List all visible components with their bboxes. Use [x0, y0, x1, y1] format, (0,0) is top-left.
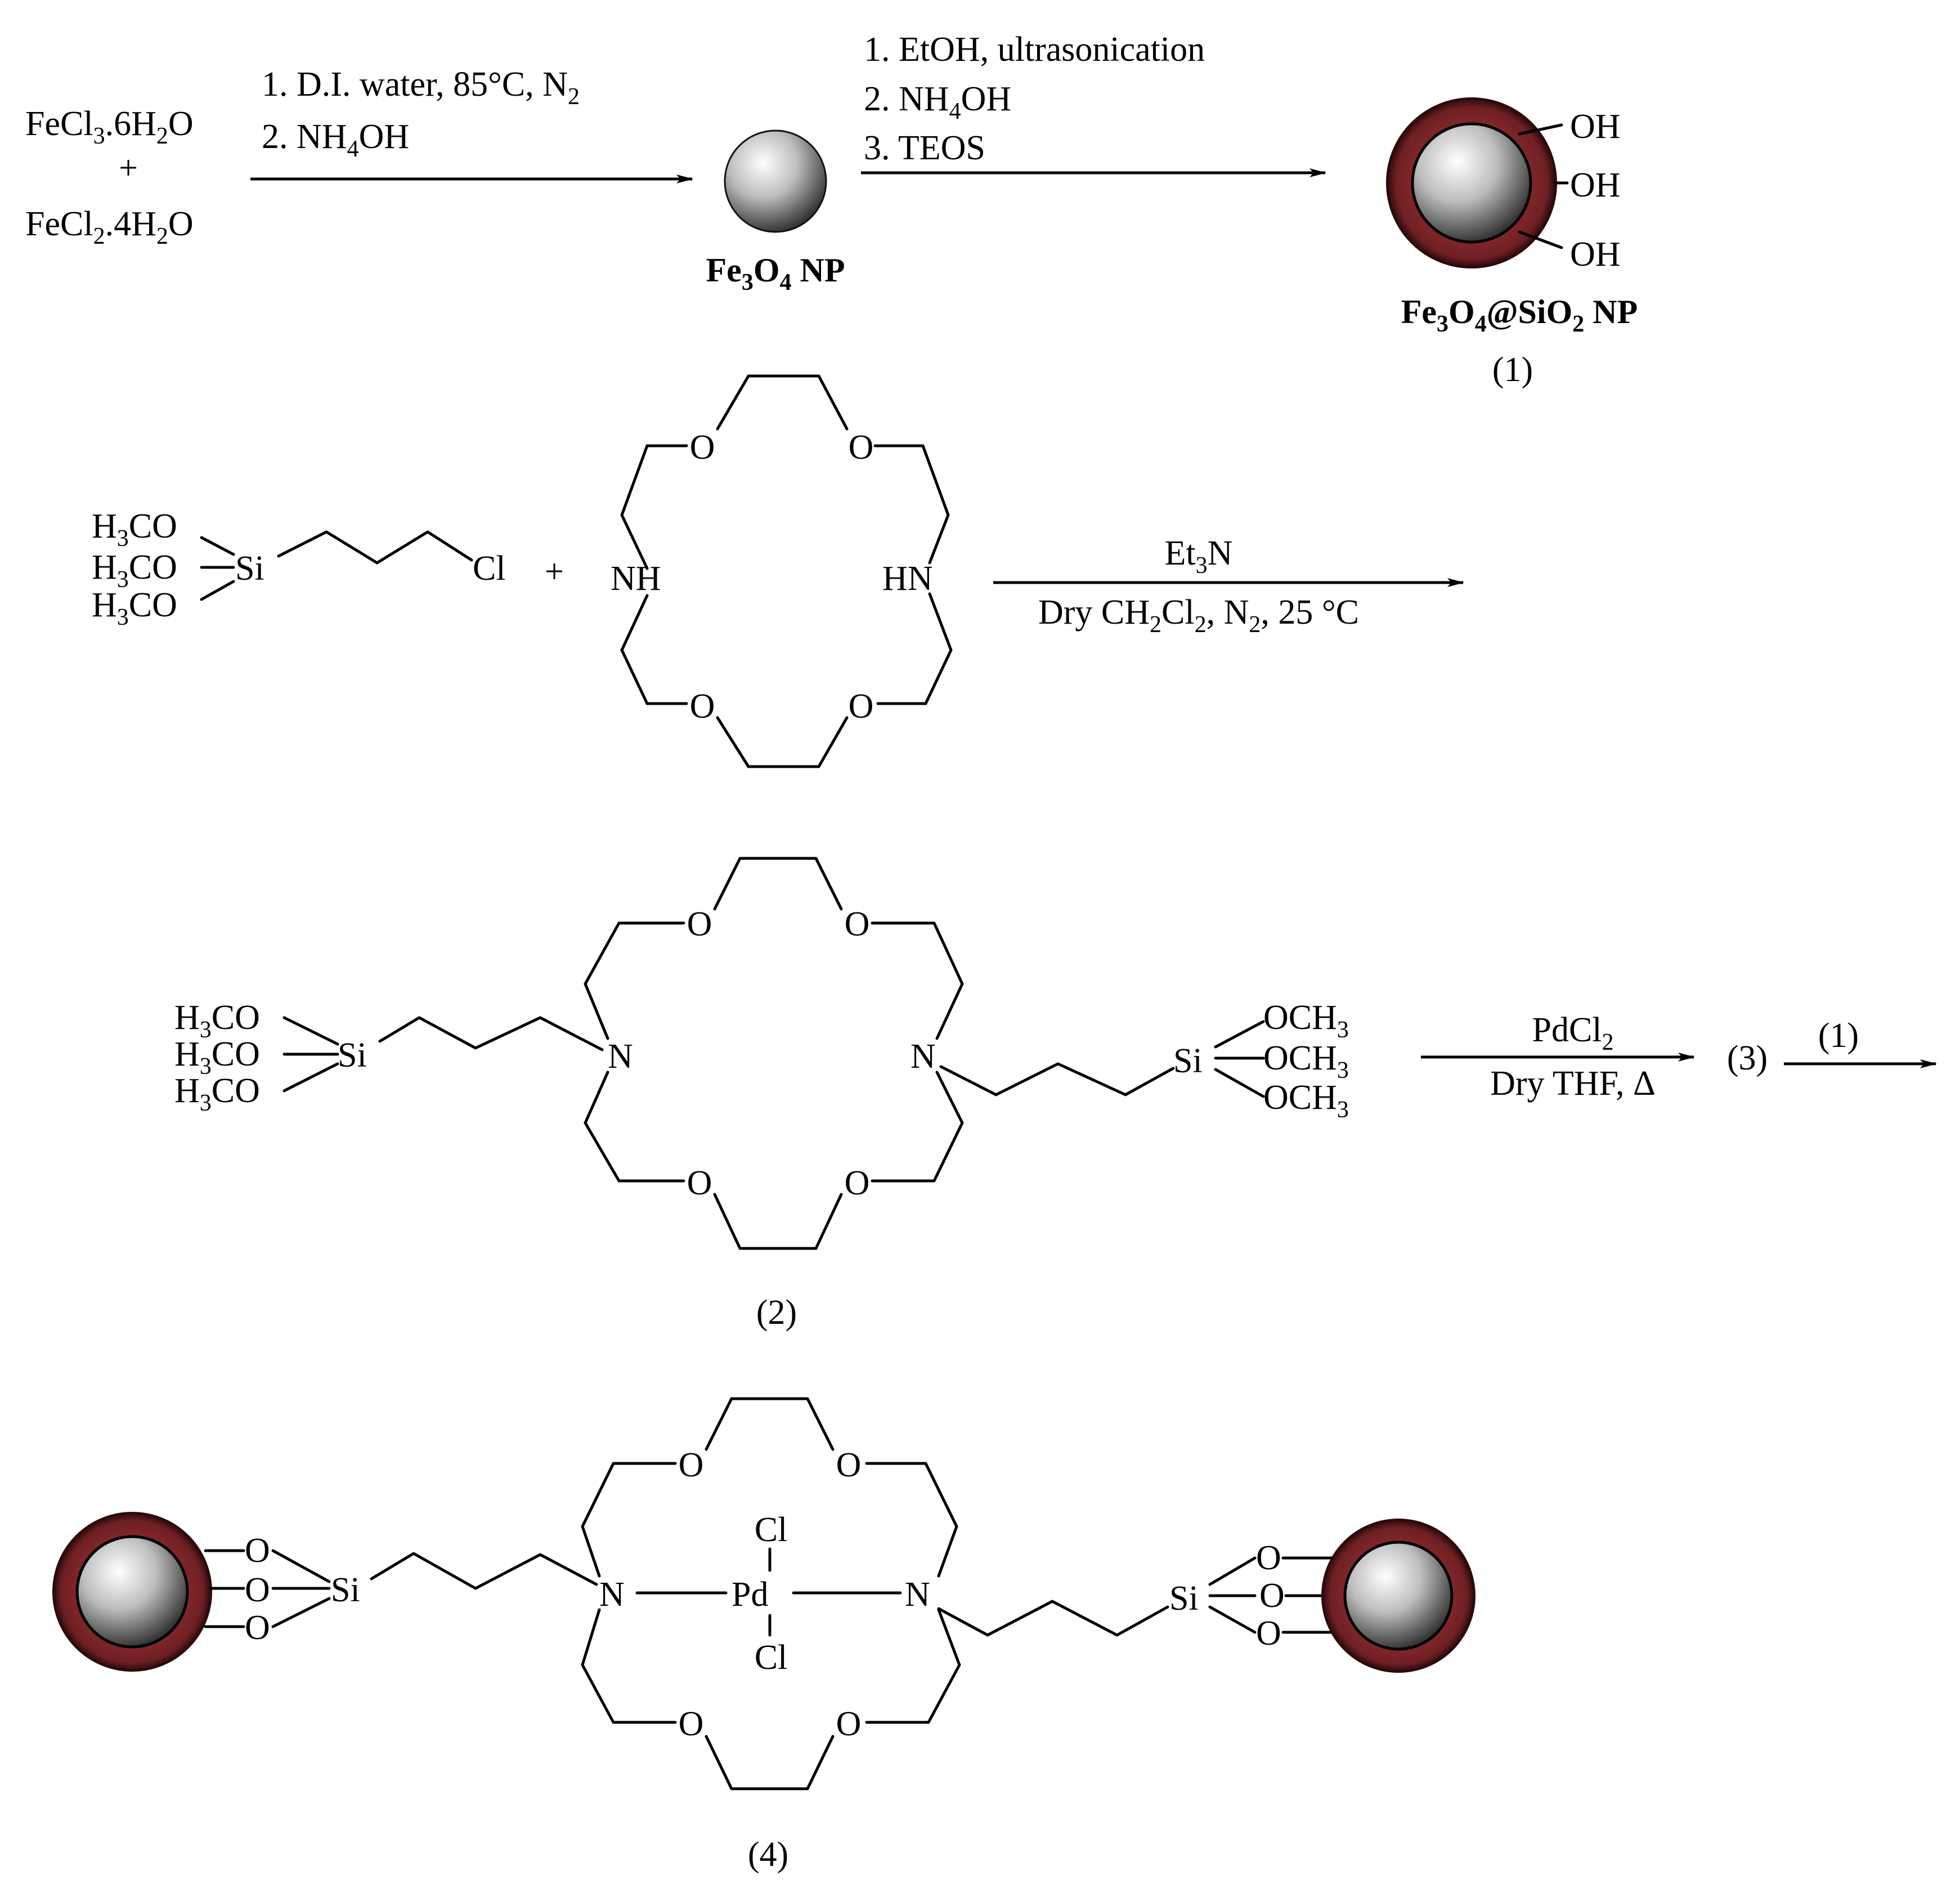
ether-oxygen: O — [687, 905, 712, 943]
silicon-atom: Si — [1169, 1579, 1199, 1618]
amine-hn: HN — [882, 559, 933, 598]
si-o-bond — [1208, 1605, 1257, 1634]
diaza-crown-ether: O O O O NH HN — [611, 374, 953, 768]
step5-group: O O O Si O O O O N Pd N Cl — [52, 1397, 1475, 1874]
ether-oxygen: O — [836, 1705, 862, 1743]
oxygen-atom: O — [245, 1571, 270, 1609]
compound-number-1: (1) — [1492, 351, 1533, 389]
compound-number-4: (4) — [748, 1835, 788, 1874]
ether-oxygen: O — [849, 687, 874, 726]
ether-oxygen: O — [687, 1164, 712, 1202]
condition-etoh-ultrasonication: 1. EtOH, ultrasonication — [864, 30, 1205, 69]
methoxy-label: H3CO — [174, 1072, 260, 1116]
condition-dry-ch2cl2: Dry CH2Cl2, N2, 25 °C — [1038, 593, 1359, 638]
compound-number-2: (2) — [756, 1293, 797, 1332]
core-shell-nanoparticle-icon — [1386, 97, 1557, 268]
si-o-bond — [200, 536, 235, 556]
product-fe3o4-sio2-label: Fe3O4@SiO2 NP — [1401, 293, 1638, 337]
si-o-bond — [271, 1549, 331, 1583]
reactant-fecl3: FeCl3.6H2O — [25, 105, 194, 149]
product-fe3o4-label: Fe3O4 NP — [706, 252, 845, 295]
step3-group: H3CO H3CO H3CO Si Cl + O O O O NH HN Et3… — [92, 374, 1464, 768]
ether-oxygen: O — [690, 687, 715, 726]
si-o-bond — [200, 580, 235, 601]
si-o-bond — [1208, 1556, 1257, 1586]
condition-nh4oh: 2. NH4OH — [864, 80, 1011, 124]
intermediate-3: (3) — [1727, 1039, 1768, 1077]
silicon-atom: Si — [331, 1571, 360, 1609]
nitrogen-atom: N — [905, 1575, 930, 1614]
silicon-atom: Si — [235, 549, 264, 588]
silicon-atom: Si — [338, 1036, 367, 1074]
condition-teos: 3. TEOS — [864, 129, 985, 167]
nanoparticle-icon — [724, 129, 827, 233]
methoxy-label: OCH3 — [1263, 1078, 1349, 1123]
ether-oxygen: O — [845, 1164, 870, 1202]
si-o-bond — [271, 1597, 331, 1628]
methoxy-label: H3CO — [174, 999, 260, 1043]
propyl-chain — [937, 1600, 1169, 1637]
methoxy-label: H3CO — [92, 548, 177, 593]
methoxy-label: OCH3 — [1263, 1039, 1349, 1083]
core-shell-nanoparticle-icon — [52, 1512, 212, 1672]
ether-oxygen: O — [679, 1446, 704, 1484]
step4-group: H3CO H3CO H3CO Si O O O O N N Si OCH3 OC… — [174, 857, 1937, 1332]
core-shell-nanoparticle-icon — [1321, 1519, 1475, 1673]
condition-pdcl2: PdCl2 — [1532, 1011, 1613, 1055]
propyl-chain — [378, 1016, 604, 1051]
oxygen-atom: O — [1256, 1614, 1281, 1653]
condition-et3n: Et3N — [1165, 534, 1233, 579]
chlorine-atom: Cl — [473, 549, 506, 588]
silicon-atom: Si — [1173, 1042, 1203, 1080]
oh-bond — [1518, 230, 1563, 249]
oxygen-atom: O — [245, 1609, 270, 1647]
reagent-1-label: (1) — [1818, 1017, 1859, 1055]
ether-oxygen: O — [690, 428, 715, 467]
hydroxyl-label: OH — [1570, 235, 1621, 274]
si-o-bond — [1214, 1020, 1265, 1049]
plus-sign: + — [545, 553, 564, 590]
nitrogen-atom: N — [608, 1037, 633, 1076]
oxygen-atom: O — [1259, 1577, 1285, 1615]
diaza-crown-ether: O O O O N N — [584, 857, 964, 1250]
methoxy-label: H3CO — [92, 586, 177, 630]
reactant-fecl2: FeCl2.4H2O — [25, 205, 194, 249]
methoxy-label: H3CO — [174, 1035, 260, 1080]
ether-oxygen: O — [836, 1446, 862, 1484]
oxygen-atom: O — [1256, 1539, 1281, 1577]
ether-oxygen: O — [679, 1705, 704, 1743]
amine-nh: NH — [611, 559, 661, 598]
chlorine-atom: Cl — [755, 1638, 788, 1677]
propyl-chain — [277, 530, 473, 565]
chlorine-atom: Cl — [755, 1511, 788, 1549]
condition-dry-thf: Dry THF, Δ — [1490, 1064, 1656, 1103]
si-o-bond — [282, 1062, 339, 1093]
palladium-atom: Pd — [732, 1575, 768, 1614]
ether-oxygen: O — [849, 428, 874, 467]
oh-bond — [1518, 123, 1563, 136]
si-o-bond — [282, 1016, 339, 1046]
oxygen-atom: O — [245, 1532, 270, 1570]
diaza-crown-ether-pd-complex: O O O O N Pd N Cl Cl — [581, 1397, 961, 1790]
methoxy-label: H3CO — [92, 507, 177, 552]
propyl-chain — [939, 1062, 1175, 1096]
nitrogen-atom: N — [599, 1575, 625, 1614]
hydroxyl-label: OH — [1570, 166, 1621, 204]
plus-sign: + — [119, 149, 138, 186]
step1-group: FeCl3.6H2O + FeCl2.4H2O 1. D.I. water, 8… — [25, 30, 1638, 389]
propyl-chain — [370, 1552, 598, 1590]
condition-nh4oh: 2. NH4OH — [262, 118, 409, 162]
nitrogen-atom: N — [911, 1037, 936, 1076]
hydroxyl-label: OH — [1570, 108, 1621, 146]
si-o-bond — [1214, 1068, 1265, 1098]
methoxy-label: OCH3 — [1263, 999, 1349, 1043]
condition-water-temp: 1. D.I. water, 85°C, N2 — [262, 65, 580, 110]
ether-oxygen: O — [845, 905, 870, 943]
